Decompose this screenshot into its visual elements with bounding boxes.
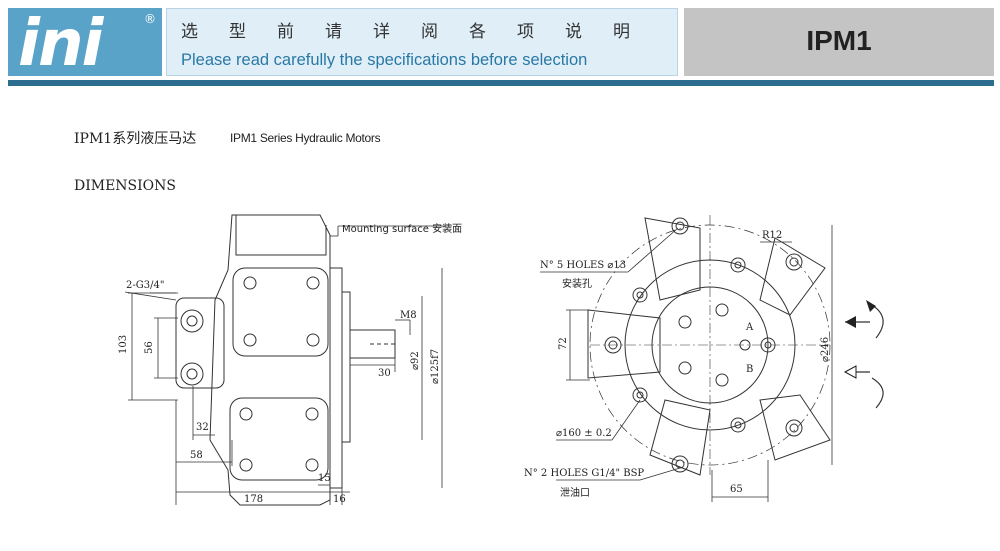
banner-english: Please read carefully the specifications… <box>181 51 588 69</box>
dim-30: 30 <box>378 368 391 379</box>
section-title-cn: IPM1系列液压马达 <box>74 131 197 147</box>
drain-cn: 泄油口 <box>560 486 590 499</box>
r12-label: R12 <box>762 230 782 241</box>
logo-text: ini <box>18 7 103 81</box>
dim-103: 103 <box>118 335 129 354</box>
registered-mark: ® <box>144 12 156 26</box>
port-label: 2-G3/4" <box>126 280 164 291</box>
selection-banner: 选型前请详阅各项说明 Please read carefully the spe… <box>166 8 678 76</box>
header-rule <box>8 80 994 86</box>
dim-178: 178 <box>244 494 263 505</box>
port-a: A <box>745 322 754 333</box>
drain-label: N° 2 HOLES G1/4" BSP <box>524 468 644 479</box>
model-badge: IPM1 <box>684 8 994 76</box>
front-view-dimensions <box>540 225 833 502</box>
page-header: ini ® 选型前请详阅各项说明 Please read carefully t… <box>0 0 1000 90</box>
holes-label: N° 5 HOLES ⌀13 <box>540 260 626 271</box>
dim-m8: M8 <box>400 310 417 321</box>
model-name: IPM1 <box>806 25 872 56</box>
dim-65: 65 <box>730 484 743 495</box>
dim-58: 58 <box>190 450 203 461</box>
banner-chinese: 选型前请详阅各项说明 <box>181 22 661 42</box>
dim-56: 56 <box>144 341 155 354</box>
dim-160: ⌀160 ± 0.2 <box>556 428 612 439</box>
brand-logo: ini ® <box>8 8 162 80</box>
side-view-dimensions <box>124 225 452 505</box>
port-b: B <box>746 364 753 375</box>
arrow-heads <box>843 300 876 379</box>
dim-92: ⌀92 <box>410 351 421 370</box>
dim-246: ⌀246 <box>820 337 831 362</box>
holes-cn: 安装孔 <box>562 277 592 290</box>
dim-72: 72 <box>558 337 569 350</box>
side-view-motor <box>175 214 396 506</box>
dim-15: 15 <box>318 473 331 484</box>
mounting-surface-label: Mounting surface 安装面 <box>342 222 462 235</box>
dim-16: 16 <box>333 494 346 505</box>
dim-32: 32 <box>196 422 209 433</box>
dimensions-label: DIMENSIONS <box>74 178 176 194</box>
dim-125: ⌀125f7 <box>430 349 441 384</box>
front-view-motor <box>587 215 831 476</box>
section-title-en: IPM1 Series Hydraulic Motors <box>230 131 381 145</box>
